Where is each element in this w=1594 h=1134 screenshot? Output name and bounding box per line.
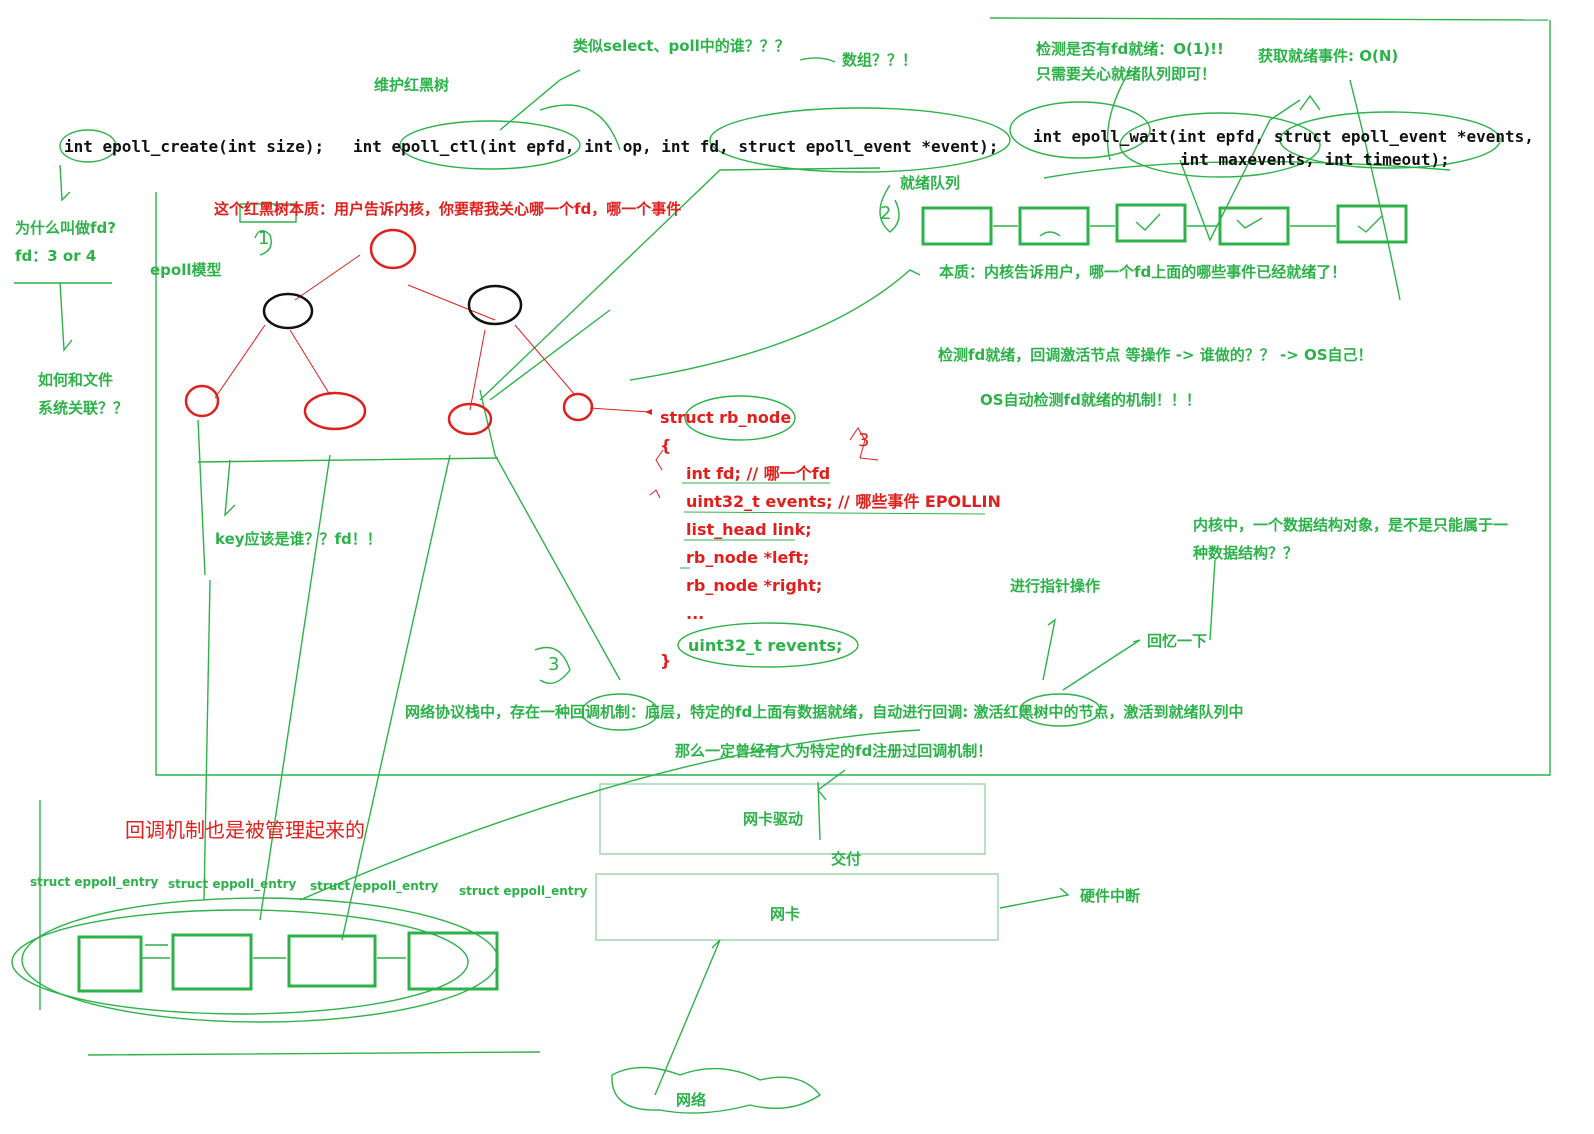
- rb-red-leaf-4: [562, 392, 594, 422]
- note-why-fd-1: 为什么叫做fd?: [15, 219, 116, 237]
- note-recall: 回忆一下: [1147, 632, 1208, 650]
- note-file-assoc-1: 如何和文件: [38, 371, 114, 389]
- epoll-ctl-signature: int epoll_ctl(int epfd, int op, int fd, …: [353, 137, 999, 156]
- note-kernel-struct-2: 种数据结构？？: [1193, 544, 1299, 562]
- note-check-ready-2: 只需要关心就绪队列即可！: [1036, 65, 1217, 83]
- ready-queue-node-2: [1018, 206, 1090, 246]
- rb-node-field-revents: uint32_t revents;: [688, 636, 843, 655]
- marker-1: 1: [258, 228, 270, 249]
- marker-3-red: 3: [858, 430, 870, 451]
- ready-queue-node-4: [1218, 206, 1290, 246]
- label-nic-driver: 网卡驱动: [743, 810, 804, 828]
- rb-node-field-left: rb_node *left;: [686, 548, 810, 567]
- eppoll-entry-label-3: struct eppoll_entry: [310, 879, 439, 893]
- epoll-wait-signature-line1: int epoll_wait(int epfd, struct epoll_ev…: [1033, 127, 1534, 146]
- eppoll-entry-label-2: struct eppoll_entry: [168, 877, 297, 891]
- rb-root-node: [369, 228, 417, 270]
- note-key-who: key应该是谁？？fd！！: [215, 530, 382, 548]
- ready-queue-node-5: [1336, 204, 1408, 244]
- note-rbtree-essence: 这个红黑树本质：用户告诉内核，你要帮我关心哪一个fd，哪一个事件: [214, 200, 682, 218]
- ready-queue-node-1: [921, 206, 993, 246]
- eppoll-entry-box-1: [77, 935, 143, 993]
- epoll-wait-signature-line2: int maxevents, int timeout);: [1180, 150, 1450, 169]
- rb-black-node-right: [467, 284, 523, 326]
- note-check-ready-1: 检测是否有fd就绪：O(1)!!: [1036, 40, 1224, 58]
- rb-node-field-ellipsis: ...: [686, 604, 705, 623]
- note-ready-queue: 就绪队列: [900, 174, 961, 192]
- nic-box: [595, 873, 999, 941]
- label-nic: 网卡: [770, 905, 801, 923]
- red-black-tree: [184, 228, 986, 569]
- note-essence-kernel: 本质：内核告诉用户，哪一个fd上面的哪些事件已经就绪了！: [939, 263, 1347, 281]
- note-file-assoc-2: 系统关联？？: [38, 399, 129, 417]
- note-array: 数组？？！: [842, 51, 918, 69]
- rb-node-field-right: rb_node *right;: [686, 576, 823, 595]
- note-similar-to: 类似select、poll中的谁？？？: [573, 37, 790, 55]
- note-detect-who: 检测fd就绪，回调激活节点 等操作 -> 谁做的？？ -> OS自己！: [938, 346, 1373, 364]
- note-callback-line: 网络协议栈中，存在一种回调机制：底层，特定的fd上面有数据就绪，自动进行回调: …: [405, 703, 1244, 721]
- note-registered: 那么一定曾经有人为特定的fd注册过回调机制！: [675, 742, 993, 760]
- eppoll-entry-label-1: struct eppoll_entry: [30, 875, 159, 889]
- rb-node-close-brace: }: [660, 651, 672, 670]
- eppoll-entry-box-2: [171, 933, 253, 991]
- note-callback-managed: 回调机制也是被管理起来的: [125, 818, 365, 842]
- note-os-auto: OS自动检测fd就绪的机制！！！: [980, 391, 1201, 409]
- eppoll-entry-box-4: [407, 931, 499, 991]
- note-get-ready: 获取就绪事件: O(N): [1258, 47, 1399, 65]
- label-network: 网络: [676, 1091, 707, 1109]
- eppoll-entry-box-3: [287, 934, 377, 988]
- label-deliver: 交付: [831, 850, 862, 868]
- rb-node-field-events: uint32_t events; // 哪些事件 EPOLLIN: [686, 492, 1001, 511]
- note-why-fd-2: fd：3 or 4: [15, 247, 97, 265]
- rb-node-header: struct rb_node: [660, 408, 792, 427]
- label-hw-interrupt: 硬件中断: [1080, 887, 1141, 905]
- epoll-model-frame: [155, 20, 1551, 776]
- marker-2: 2: [880, 203, 892, 224]
- note-pointer-ops: 进行指针操作: [1010, 577, 1101, 595]
- note-kernel-struct-1: 内核中，一个数据结构对象，是不是只能属于一: [1193, 516, 1509, 534]
- rb-node-field-link: list_head link;: [686, 520, 812, 539]
- eppoll-entry-label-4: struct eppoll_entry: [459, 884, 588, 898]
- rb-red-leaf-1: [184, 384, 220, 418]
- nic-driver-box: [599, 783, 986, 855]
- ready-queue-node-3: [1115, 203, 1187, 243]
- note-epoll-model: epoll模型: [150, 261, 222, 279]
- rb-red-leaf-3: [447, 402, 493, 436]
- epoll-create-signature: int epoll_create(int size);: [64, 137, 325, 156]
- rb-node-field-fd: int fd; // 哪一个fd: [686, 464, 831, 483]
- note-maintain-rbtree: 维护红黑树: [374, 76, 450, 94]
- rb-node-open-brace: {: [660, 436, 672, 455]
- marker-3: 3: [548, 654, 560, 675]
- rb-red-leaf-2: [303, 391, 367, 431]
- rb-black-node-left: [262, 292, 314, 330]
